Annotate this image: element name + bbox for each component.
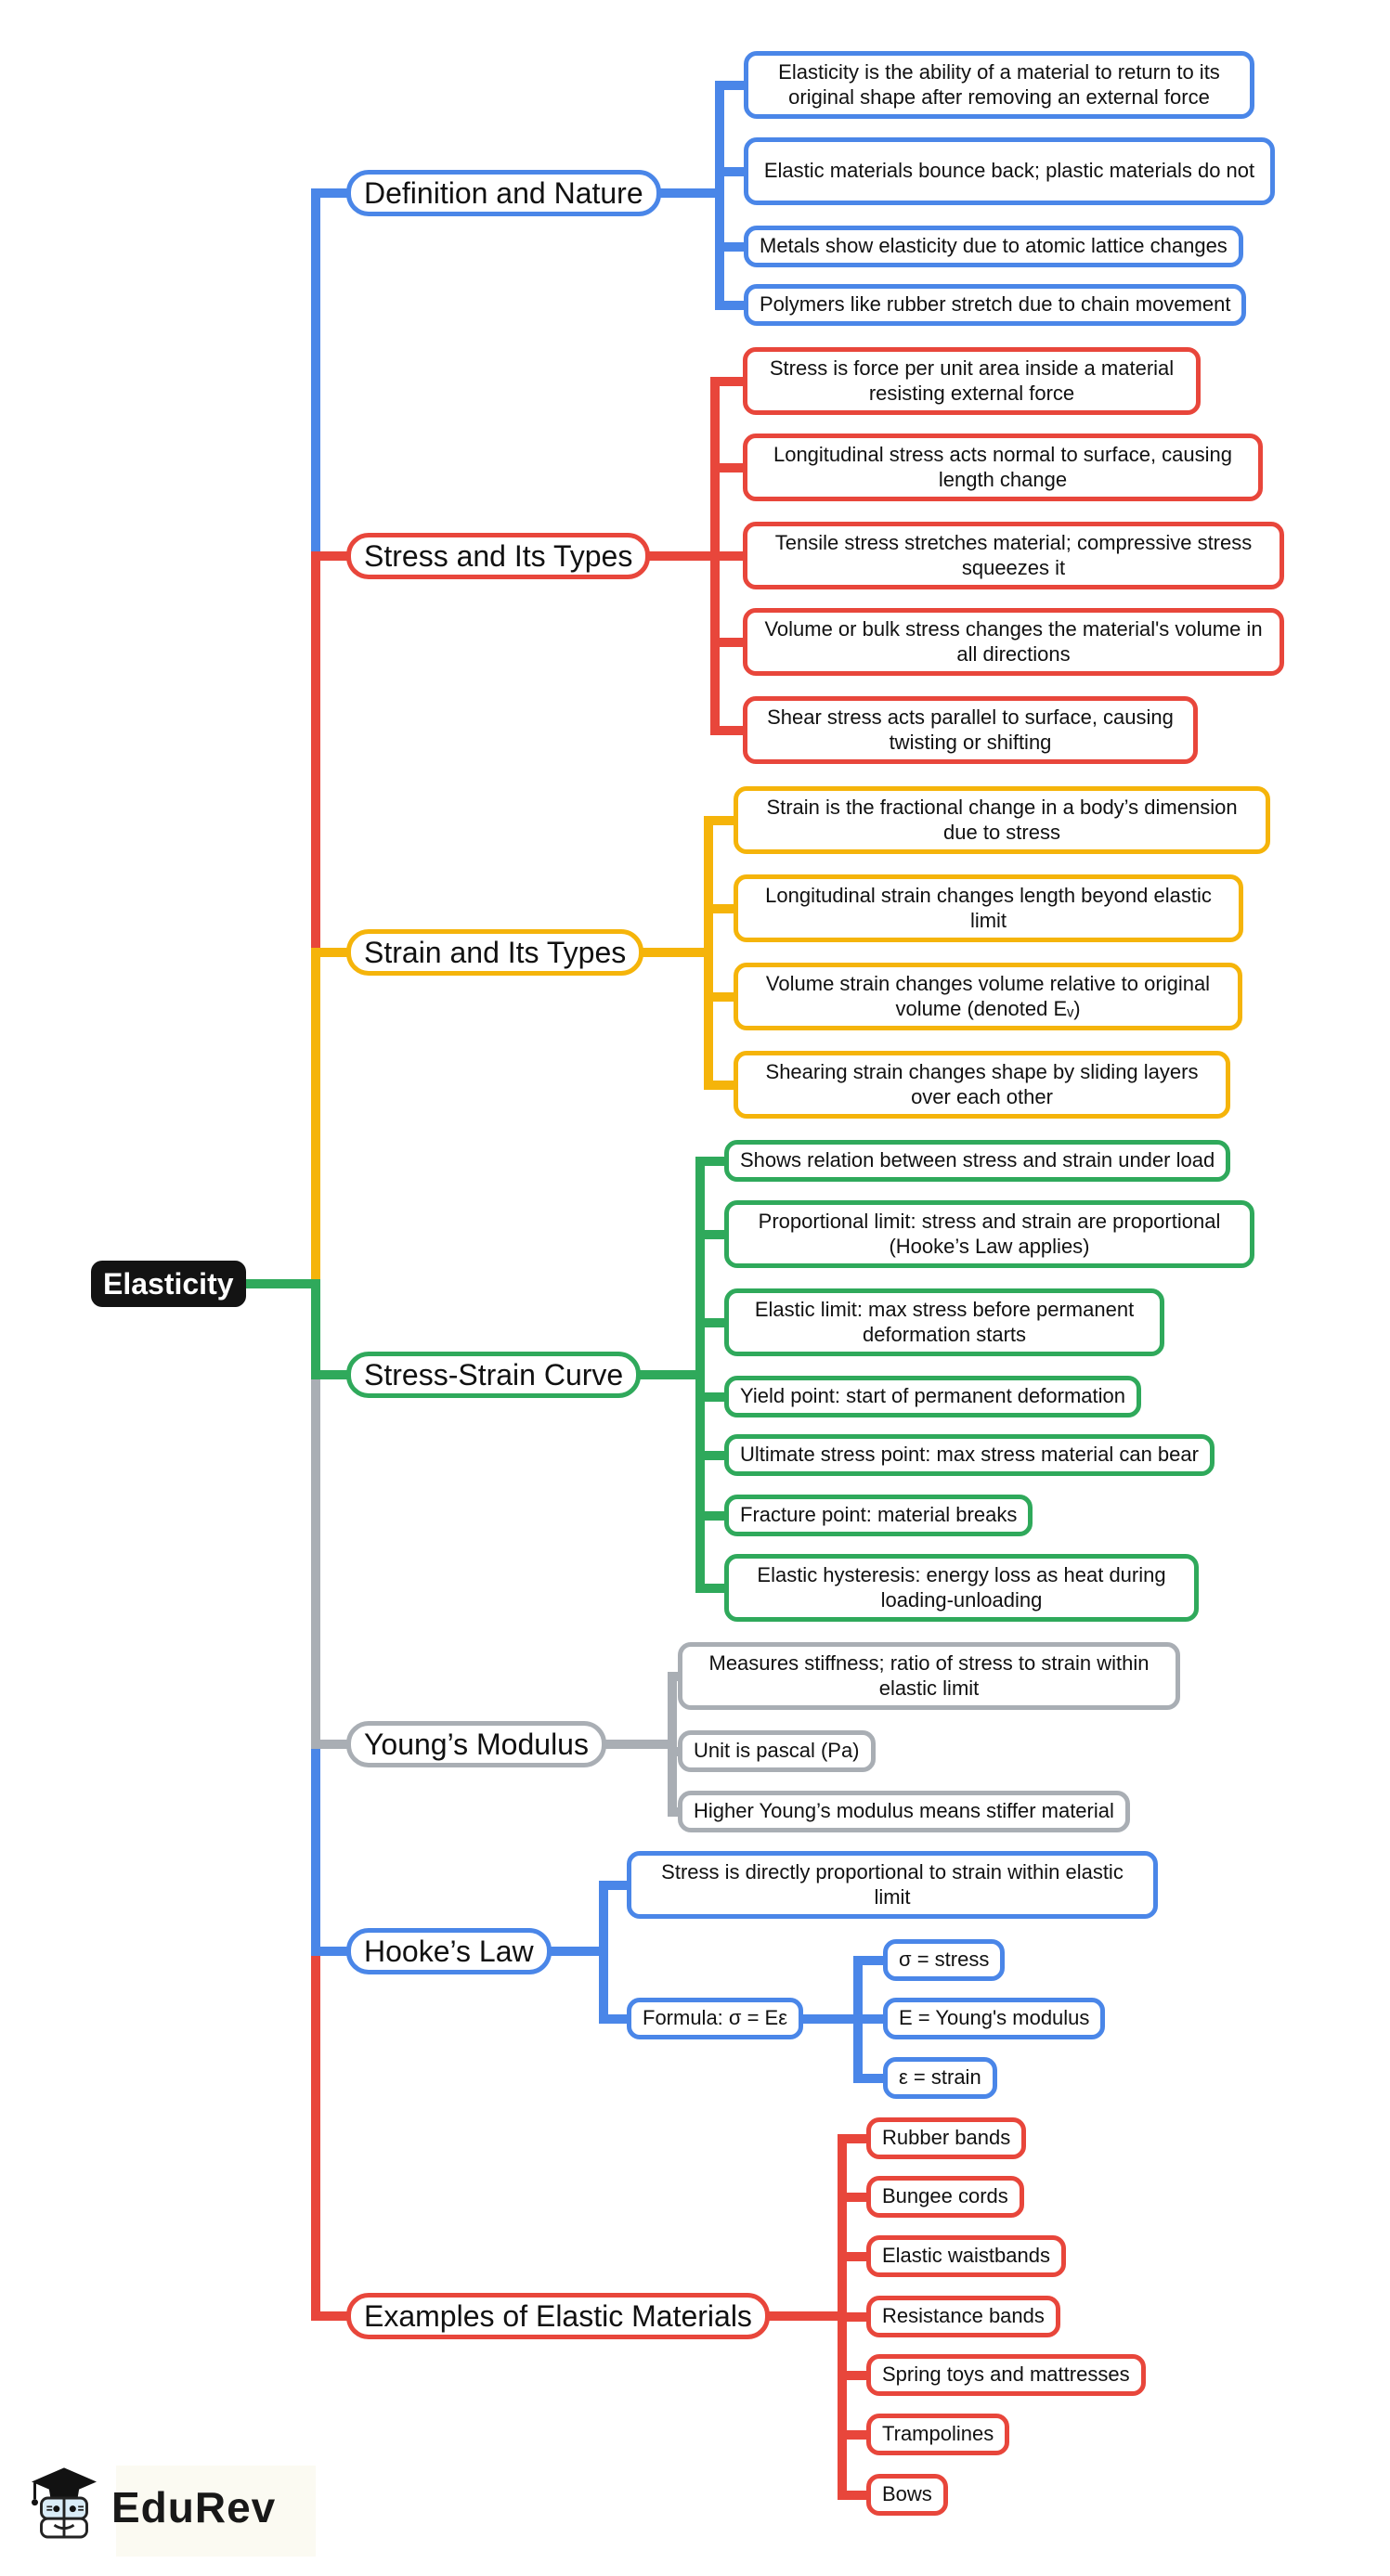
leaf-stub xyxy=(838,2251,879,2261)
leaf-stub xyxy=(715,80,757,90)
leaf-node: Tensile stress stretches material; compr… xyxy=(743,522,1284,589)
leaf-stub xyxy=(710,725,756,735)
leaf-stub xyxy=(838,2311,879,2322)
leaf-node: Formula: σ = Eε xyxy=(627,1998,804,2039)
leaf-stub xyxy=(599,2013,640,2024)
leaf-node: Elastic limit: max stress before permane… xyxy=(724,1288,1164,1356)
leaf-node: Volume strain changes volume relative to… xyxy=(734,963,1242,1030)
spine-segment-2 xyxy=(311,952,320,1288)
leaf-stub xyxy=(695,1229,737,1239)
spine-segment-5 xyxy=(311,1744,320,1956)
spine-segment-3 xyxy=(311,1279,320,1379)
leaf-node: Volume or bulk stress changes the materi… xyxy=(743,608,1284,676)
leaf-node: Stress is directly proportional to strai… xyxy=(627,1851,1158,1919)
leaf-stub xyxy=(838,2490,879,2500)
leaf-node: Ultimate stress point: max stress materi… xyxy=(724,1434,1215,1476)
leaf-node: Resistance bands xyxy=(866,2296,1060,2337)
child-rail-definition-and-nature xyxy=(715,80,724,310)
child-rail-stress-strain-curve xyxy=(695,1156,705,1593)
leaf-node: Elasticity is the ability of a material … xyxy=(744,51,1254,119)
leaf-node: Unit is pascal (Pa) xyxy=(678,1730,876,1772)
leaf-node: Shows relation between stress and strain… xyxy=(724,1140,1231,1182)
leaf-stub xyxy=(695,1510,737,1521)
leaf-stub xyxy=(695,1450,737,1460)
leaf-stub xyxy=(704,1080,747,1090)
leaf-stub xyxy=(695,1317,737,1327)
leaf-node: E = Young's modulus xyxy=(883,1998,1106,2039)
leaf-stub xyxy=(838,2429,879,2440)
branch-label-definition-and-nature: Definition and Nature xyxy=(346,170,661,216)
leaf-stub xyxy=(710,376,756,386)
leaf-stub xyxy=(853,2073,896,2083)
edurev-mascot-icon xyxy=(28,2466,100,2548)
leaf-node: Longitudinal strain changes length beyon… xyxy=(734,874,1243,942)
root-connector xyxy=(235,1279,320,1288)
leaf-stub xyxy=(599,1880,640,1890)
leaf-node: Fracture point: material breaks xyxy=(724,1495,1033,1536)
leaf-node: Longitudinal stress acts normal to surfa… xyxy=(743,434,1263,501)
edurev-logo: EduRev xyxy=(28,2466,316,2557)
branch-label-stress-strain-curve: Stress-Strain Curve xyxy=(346,1352,642,1398)
branch-label-stress-and-its-types: Stress and Its Types xyxy=(346,533,651,579)
leaf-node: Shearing strain changes shape by sliding… xyxy=(734,1051,1230,1119)
leaf-node: σ = stress xyxy=(883,1939,1006,1981)
leaf-stub xyxy=(710,550,756,561)
spine-segment-1 xyxy=(311,556,320,957)
leaf-node: Bungee cords xyxy=(866,2176,1024,2218)
leaf-node: Metals show elasticity due to atomic lat… xyxy=(744,226,1243,267)
leaf-node: ε = strain xyxy=(883,2057,997,2099)
leaf-stub xyxy=(704,815,747,825)
logo-background xyxy=(116,2466,316,2557)
leaf-node: Shear stress acts parallel to surface, c… xyxy=(743,696,1198,764)
leaf-stub xyxy=(853,2013,896,2024)
leaf-stub xyxy=(838,2370,879,2380)
leaf-stub xyxy=(695,1392,737,1402)
leaf-node: Elastic waistbands xyxy=(866,2235,1066,2277)
child-rail-strain-and-its-types xyxy=(704,815,713,1090)
leaf-stub xyxy=(715,166,757,176)
leaf-stub xyxy=(695,1156,737,1166)
leaf-node: Strain is the fractional change in a bod… xyxy=(734,786,1270,854)
leaf-node: Rubber bands xyxy=(866,2117,1027,2159)
leaf-node: Trampolines xyxy=(866,2414,1010,2455)
branch-label-strain-and-its-types: Strain and Its Types xyxy=(346,929,644,976)
leaf-stub xyxy=(853,1955,896,1965)
leaf-node: Elastic hysteresis: energy loss as heat … xyxy=(724,1554,1199,1622)
leaf-stub xyxy=(704,903,747,913)
leaf-stub xyxy=(710,462,756,472)
leaf-stub xyxy=(695,1583,737,1593)
leaf-stub xyxy=(715,300,757,310)
leaf-node: Yield point: start of permanent deformat… xyxy=(724,1376,1141,1417)
child-rail-hookes-law xyxy=(599,1880,608,2024)
leaf-stub xyxy=(704,991,747,1002)
spine-segment-6 xyxy=(311,1951,320,2321)
leaf-stub xyxy=(838,2192,879,2202)
edurev-logo-text: EduRev xyxy=(111,2482,277,2531)
branch-label-hookes-law: Hooke’s Law xyxy=(346,1928,552,1974)
leaf-stub xyxy=(838,2133,879,2143)
leaf-node: Higher Young’s modulus means stiffer mat… xyxy=(678,1791,1130,1832)
leaf-stub xyxy=(710,637,756,647)
spine-segment-4 xyxy=(311,1375,320,1749)
leaf-node: Measures stiffness; ratio of stress to s… xyxy=(678,1642,1180,1710)
leaf-node: Polymers like rubber stretch due to chai… xyxy=(744,284,1247,326)
leaf-node: Bows xyxy=(866,2474,948,2516)
child-rail-youngs-modulus xyxy=(668,1671,677,1817)
leaf-node: Elastic materials bounce back; plastic m… xyxy=(744,137,1275,205)
branch-label-youngs-modulus: Young’s Modulus xyxy=(346,1721,606,1767)
root-node-elasticity: Elasticity xyxy=(91,1261,246,1307)
branch-label-examples-of-elastic-materials: Examples of Elastic Materials xyxy=(346,2293,770,2339)
leaf-node: Stress is force per unit area inside a m… xyxy=(743,347,1201,415)
leaf-node: Spring toys and mattresses xyxy=(866,2354,1146,2396)
leaf-node: Proportional limit: stress and strain ar… xyxy=(724,1200,1254,1268)
leaf-stub xyxy=(715,241,757,252)
spine-segment-0 xyxy=(311,188,320,561)
